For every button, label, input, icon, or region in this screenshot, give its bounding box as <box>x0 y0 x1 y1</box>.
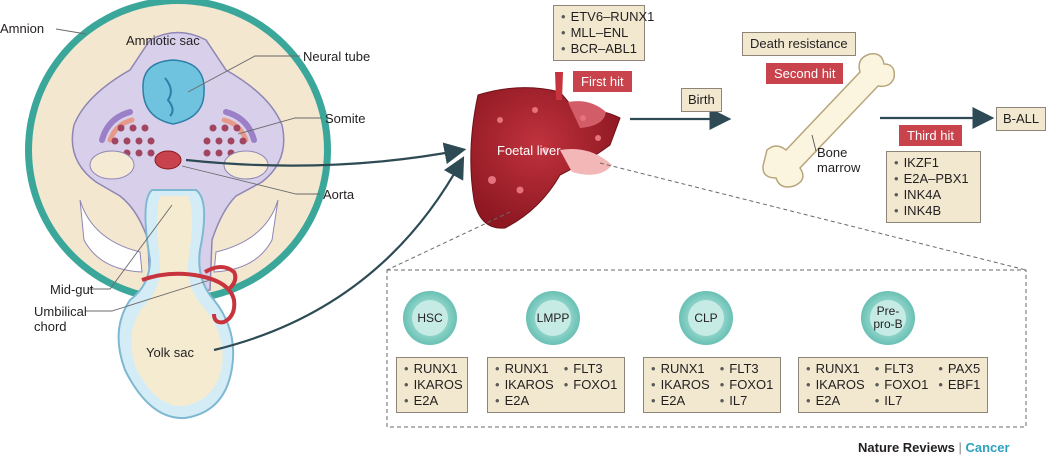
nephrotome-left <box>89 150 135 180</box>
second-hit-badge: Second hit <box>766 63 844 84</box>
clp-label: CLP <box>688 300 724 336</box>
mid-gut-label: Mid-gut <box>50 282 94 297</box>
gene-item: IKAROS <box>651 377 710 393</box>
bone-marrow-line-1: Bone <box>817 145 848 160</box>
gene-item: IKAROS <box>806 377 865 393</box>
gene-item: EBF1 <box>938 377 981 393</box>
embryo-illustration <box>25 0 331 420</box>
pre-pro-b-cell: Pre- pro-B <box>861 291 915 345</box>
umbilical-line-2: chord <box>34 319 67 334</box>
amniotic-sac-label: Amniotic sac <box>126 33 200 48</box>
brand-separator: | <box>958 440 962 455</box>
somite-left <box>99 109 133 143</box>
gene-item: E2A <box>495 393 554 409</box>
gene-item: IL7 <box>720 393 774 409</box>
gene-item: E2A <box>404 393 460 409</box>
umbilical-chord-label: Umbilical chord <box>34 304 87 334</box>
hsc-label: HSC <box>412 300 448 336</box>
gene-item: FLT3 <box>564 361 618 377</box>
fusion-item: BCR–ABL1 <box>561 41 637 57</box>
gene-item: PAX5 <box>938 361 980 377</box>
aorta-label: Aorta <box>323 187 355 202</box>
birth-box: Birth <box>681 88 722 112</box>
somite-right <box>223 109 257 143</box>
detail-panel-outline <box>386 162 1027 428</box>
third-hit-badge: Third hit <box>899 125 962 146</box>
gene-item: FLT3 <box>720 361 774 377</box>
first-hit-badge: First hit <box>573 71 632 92</box>
pre-pro-b-gene-box: RUNX1 FLT3 PAX5 IKAROS FOXO1 EBF1 E2A IL… <box>798 357 989 413</box>
journal-topic: Cancer <box>965 440 1010 455</box>
gene-item: FOXO1 <box>875 377 928 393</box>
yolk-sac-label: Yolk sac <box>146 345 194 360</box>
neural-tube <box>142 59 205 125</box>
amnion-label: Amnion <box>0 21 45 36</box>
fusion-item: ETV6–RUNX1 <box>561 9 655 25</box>
gene-item: IKAROS <box>404 377 463 393</box>
gene-item: IKAROS <box>495 377 554 393</box>
first-hit-fusion-box: ETV6–RUNX1 MLL–ENL BCR–ABL1 <box>553 5 655 61</box>
journal-name: Nature Reviews <box>858 440 955 455</box>
gene-item: IKZF1 <box>894 155 973 171</box>
umbilical-line-1: Umbilical <box>34 304 87 319</box>
gene-item: FLT3 <box>875 361 929 377</box>
gene-item: RUNX1 <box>404 361 460 377</box>
lmpp-cell: LMPP <box>526 291 580 345</box>
embryo-cavity-right <box>213 199 279 273</box>
embryo-cavity-left <box>79 199 143 273</box>
b-all-box: B-ALL <box>996 107 1047 131</box>
bone-marrow-line-2: marrow <box>817 160 861 175</box>
gene-item: E2A <box>651 393 710 409</box>
neural-tube-label: Neural tube <box>303 49 371 64</box>
clp-cell: CLP <box>679 291 733 345</box>
gene-item: RUNX1 <box>806 361 865 377</box>
hsc-cell: HSC <box>403 291 457 345</box>
journal-brand: Nature Reviews | Cancer <box>858 440 1010 455</box>
clp-gene-box: RUNX1 FLT3 IKAROS FOXO1 E2A IL7 <box>643 357 782 413</box>
aorta-to-liver-arrow <box>185 142 467 167</box>
fusion-item: MLL–ENL <box>561 25 637 41</box>
hsc-gene-box: RUNX1 IKAROS E2A <box>396 357 468 413</box>
gene-item: RUNX1 <box>495 361 554 377</box>
gene-item: E2A <box>806 393 865 409</box>
arrows <box>185 107 995 352</box>
umbilical-cord <box>141 271 237 325</box>
pre-pro-b-label: Pre- pro-B <box>870 300 906 336</box>
third-hit-gene-box: IKZF1 E2A–PBX1 INK4A INK4B <box>886 151 981 223</box>
foetal-liver <box>470 72 621 229</box>
gene-item: IL7 <box>875 393 929 409</box>
yolk-sac-to-liver-arrow <box>213 156 465 352</box>
death-resistance-box: Death resistance <box>742 32 856 56</box>
mesoderm-dots <box>111 124 247 157</box>
gene-item: E2A–PBX1 <box>894 171 973 187</box>
gene-item: FOXO1 <box>720 377 773 393</box>
aorta <box>154 150 182 170</box>
somite-label: Somite <box>325 111 366 126</box>
foetal-liver-label: Foetal liver <box>497 143 561 158</box>
gene-item: RUNX1 <box>651 361 710 377</box>
pre-pro-b-line-1: Pre- <box>876 304 900 318</box>
gene-item: FOXO1 <box>564 377 617 393</box>
pre-pro-b-line-2: pro-B <box>873 317 903 331</box>
gene-item: INK4A <box>894 187 973 203</box>
lmpp-label: LMPP <box>535 300 571 336</box>
lmpp-gene-box: RUNX1 FLT3 IKAROS FOXO1 E2A <box>487 357 626 413</box>
embryo-leader-lines <box>55 28 322 312</box>
bone-marrow-label: Bone marrow <box>817 145 860 175</box>
bone <box>762 52 896 188</box>
gene-item: INK4B <box>894 203 973 219</box>
